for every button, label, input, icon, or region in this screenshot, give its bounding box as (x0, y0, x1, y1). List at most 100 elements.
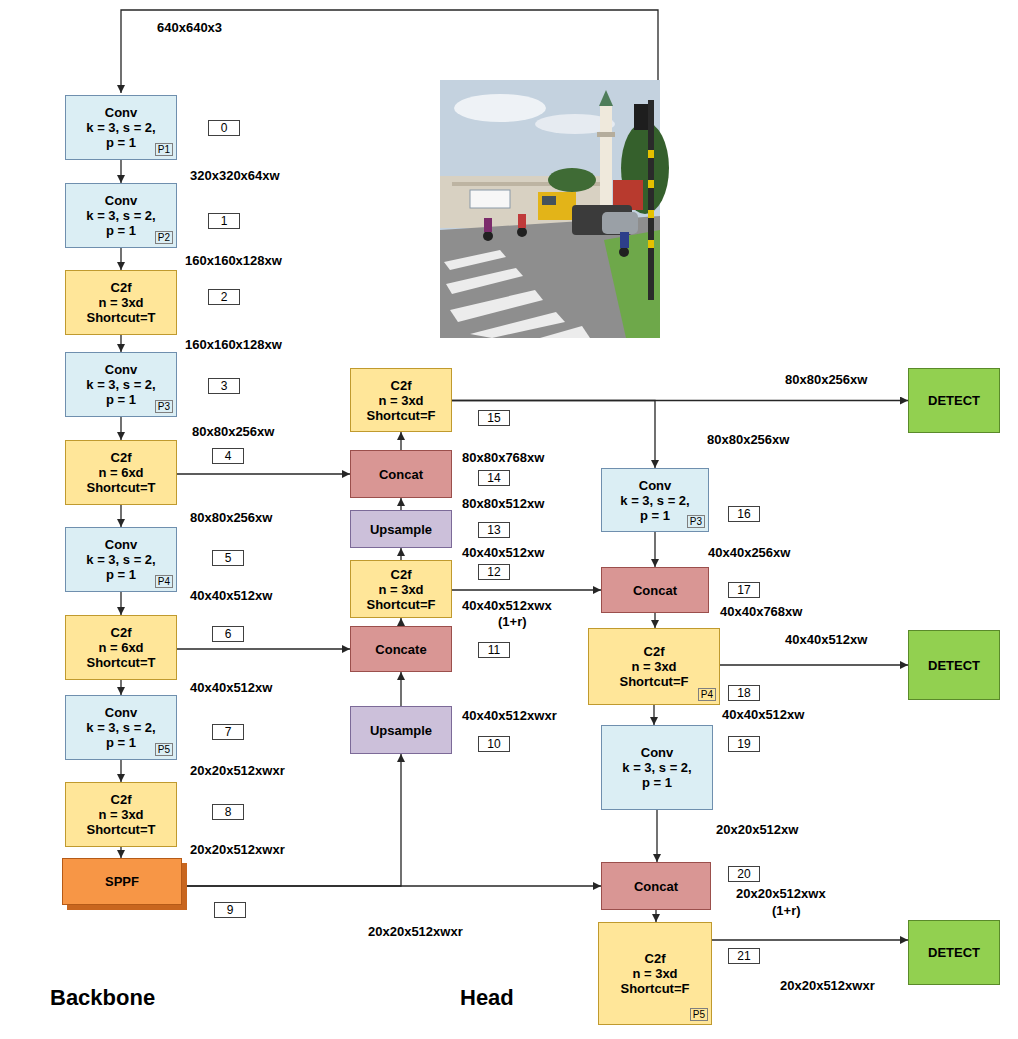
block-title: C2f (391, 567, 412, 582)
callout-number: 4 (212, 448, 244, 464)
photo-zebra (446, 268, 523, 294)
photo-motorcycle (620, 232, 629, 248)
block-param: k = 3, s = 2, p = 1 (83, 720, 159, 750)
flow-arrow (654, 613, 655, 628)
callout-number: 8 (212, 804, 244, 820)
photo-traffic-pole (648, 150, 654, 158)
photo-zebra (470, 312, 565, 338)
photo-traffic-pole (648, 210, 654, 218)
photo-motorcycle (619, 247, 629, 257)
flow-arrow (182, 885, 601, 886)
tensor-shape: 40x40x512xwx (462, 598, 552, 613)
stage-tag: P5 (155, 743, 173, 756)
tensor-shape: 160x160x128xw (185, 337, 282, 352)
photo-car (602, 212, 638, 234)
photo-signboard (470, 190, 510, 208)
photo-truck (538, 192, 576, 220)
photo-traffic-pole (648, 240, 654, 248)
panel-title: Head (460, 985, 514, 1011)
callout-number: 18 (728, 685, 760, 701)
c2f-block: C2fn = 3xdShortcut=T (65, 782, 177, 847)
concat-block: Concate (350, 626, 452, 672)
tensor-shape: 80x80x256xw (707, 432, 789, 447)
block-param: n = 6xd (98, 640, 143, 655)
detect-head: DETECT (908, 368, 1000, 433)
block-param: n = 3xd (632, 966, 677, 981)
conv-block: Convk = 3, s = 2, p = 1P2 (65, 183, 177, 248)
photo-motorcycle (518, 214, 526, 228)
photo-motorcycle (483, 231, 493, 241)
callout-number: 5 (212, 550, 244, 566)
flow-arrow (655, 910, 656, 922)
flow-arrow (182, 754, 401, 886)
flow-arrow (653, 705, 654, 725)
block-title: Conv (105, 362, 138, 377)
flow-arrow (400, 498, 401, 510)
tensor-shape: 20x20x512xwxr (368, 924, 463, 939)
c2f-block: C2fn = 6xdShortcut=T (65, 615, 177, 680)
block-param: n = 3xd (98, 807, 143, 822)
block-title: C2f (111, 792, 132, 807)
callout-number: 12 (478, 564, 510, 580)
block-title: DETECT (928, 658, 980, 673)
block-param: n = 3xd (378, 582, 423, 597)
block-param: k = 3, s = 2, p = 1 (617, 493, 693, 523)
block-param: Shortcut=F (367, 408, 436, 423)
photo-sky (440, 80, 660, 338)
block-title: C2f (111, 450, 132, 465)
flow-arrow (120, 160, 121, 183)
block-param: Shortcut=T (87, 480, 156, 495)
block-param: Shortcut=F (620, 674, 689, 689)
block-title: Conv (105, 105, 138, 120)
block-param: k = 3, s = 2, p = 1 (83, 208, 159, 238)
stage-tag: P5 (690, 1008, 708, 1021)
c2f-block: C2fn = 3xdShortcut=FP4 (588, 628, 720, 705)
callout-number: 13 (478, 522, 510, 538)
tensor-shape: 40x40x512xw (785, 632, 867, 647)
tensor-shape: (1+r) (498, 614, 527, 629)
c2f-block: C2fn = 3xdShortcut=FP5 (598, 922, 712, 1025)
photo-tree (548, 168, 596, 192)
block-title: Concat (633, 583, 677, 598)
block-param: Shortcut=T (87, 655, 156, 670)
tensor-shape: 640x640x3 (157, 20, 222, 35)
block-title: DETECT (928, 393, 980, 408)
photo-motorcycle (517, 227, 527, 237)
block-title: C2f (111, 625, 132, 640)
callout-number: 14 (478, 470, 510, 486)
callout-number: 17 (728, 582, 760, 598)
conv-block: Convk = 3, s = 2, p = 1P4 (65, 527, 177, 592)
tensor-shape: 40x40x512xw (190, 588, 272, 603)
block-title: Concate (375, 642, 426, 657)
block-param: n = 3xd (98, 295, 143, 310)
block-title: Conv (105, 705, 138, 720)
c2f-block: C2fn = 3xdShortcut=F (350, 368, 452, 432)
street-photo (440, 80, 669, 338)
photo-zebra (540, 326, 590, 338)
tensor-shape: 20x20x512xw (716, 822, 798, 837)
block-param: k = 3, s = 2, p = 1 (619, 760, 695, 790)
tensor-shape: (1+r) (772, 903, 801, 918)
concat-block: Concat (601, 567, 709, 613)
tensor-shape: 80x80x512xw (462, 496, 544, 511)
flow-arrow (400, 432, 401, 450)
conv-block: Convk = 3, s = 2, p = 1P1 (65, 95, 177, 160)
callout-number: 3 (208, 378, 240, 394)
detect-head: DETECT (908, 630, 1000, 700)
photo-minaret (599, 90, 613, 106)
flow-arrow (120, 417, 121, 440)
block-param: n = 3xd (631, 659, 676, 674)
flow-arrow (656, 810, 657, 862)
flow-arrow (720, 664, 908, 665)
tensor-shape: 20x20x512xwxr (190, 763, 285, 778)
callout-number: 11 (478, 642, 510, 658)
callout-number: 9 (214, 902, 246, 918)
sppf-block: SPPF (62, 858, 182, 905)
section-panel: BackboneConvk = 3, s = 2, p = 1P1Convk =… (10, 80, 320, 1035)
c2f-block: C2fn = 3xdShortcut=T (65, 270, 177, 335)
flow-arrow (452, 401, 655, 469)
callout-number: 7 (212, 724, 244, 740)
tensor-shape: 320x320x64xw (190, 168, 280, 183)
tensor-shape: 40x40x256xw (708, 545, 790, 560)
